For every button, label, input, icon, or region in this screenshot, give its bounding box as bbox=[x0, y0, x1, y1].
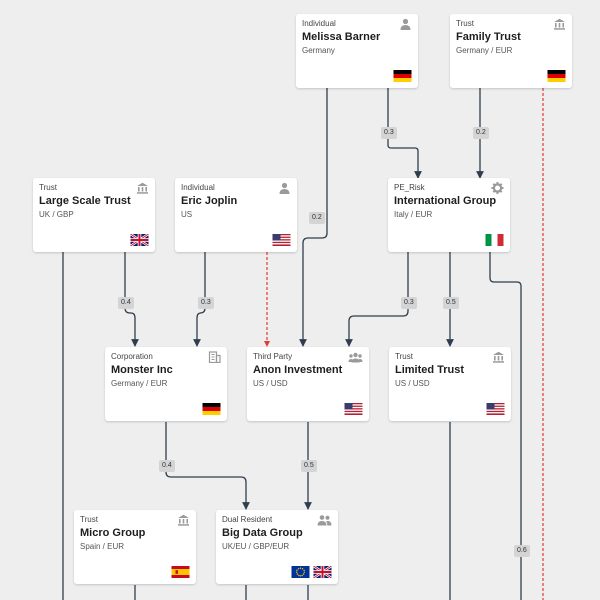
edge-label[interactable]: 0.3 bbox=[381, 127, 397, 139]
bank-icon bbox=[493, 351, 504, 363]
person-icon bbox=[279, 182, 290, 194]
bank-icon bbox=[554, 18, 565, 30]
node-type: Third Party bbox=[253, 352, 293, 361]
edge-label[interactable]: 0.3 bbox=[198, 297, 214, 309]
node-jurisdiction: Germany / EUR bbox=[456, 46, 513, 55]
edge-international-anon bbox=[345, 252, 409, 347]
node-name: Limited Trust bbox=[395, 364, 465, 376]
usa-flag-icon bbox=[486, 403, 505, 415]
node-melissa-barner[interactable]: Individual Melissa Barner Germany bbox=[296, 14, 418, 88]
node-jurisdiction: UK / GBP bbox=[39, 210, 74, 219]
edge-large-monster bbox=[124, 252, 139, 347]
edge-label[interactable]: 0.3 bbox=[401, 297, 417, 309]
spain-flag-icon bbox=[171, 566, 190, 578]
node-anon-investment[interactable]: Third Party Anon Investment US / USD bbox=[247, 347, 369, 421]
node-jurisdiction: Spain / EUR bbox=[80, 542, 125, 551]
edge-label[interactable]: 0.5 bbox=[301, 460, 317, 472]
edge-label[interactable]: 0.4 bbox=[159, 460, 175, 472]
node-family-trust[interactable]: Trust Family Trust Germany / EUR bbox=[450, 14, 572, 88]
edge-label[interactable]: 0.6 bbox=[514, 545, 530, 557]
node-type: Dual Resident bbox=[222, 515, 273, 524]
usa-flag-icon bbox=[344, 403, 363, 415]
node-name: International Group bbox=[394, 195, 497, 207]
node-jurisdiction: Germany bbox=[302, 46, 335, 55]
edge-label[interactable]: 0.5 bbox=[443, 297, 459, 309]
node-big-data-group[interactable]: Dual Resident Big Data Group UK/EU / GBP… bbox=[216, 510, 338, 584]
italy-flag-icon bbox=[485, 234, 504, 246]
germany-flag-icon bbox=[202, 403, 221, 415]
germany-flag-icon bbox=[393, 70, 412, 82]
gear-icon bbox=[491, 182, 504, 194]
node-jurisdiction: Germany / EUR bbox=[111, 379, 168, 388]
node-name: Large Scale Trust bbox=[39, 195, 131, 207]
node-jurisdiction: US / USD bbox=[253, 379, 288, 388]
edge-label[interactable]: 0.4 bbox=[118, 297, 134, 309]
node-eric-joplin[interactable]: Individual Eric Joplin US bbox=[175, 178, 297, 252]
node-large-scale-trust[interactable]: Trust Large Scale Trust UK / GBP bbox=[33, 178, 155, 252]
node-micro-group[interactable]: Trust Micro Group Spain / EUR bbox=[74, 510, 196, 584]
node-type: Trust bbox=[80, 515, 98, 524]
node-type: Individual bbox=[181, 183, 215, 192]
node-type: Individual bbox=[302, 19, 336, 28]
node-monster-inc[interactable]: Corporation Monster Inc Germany / EUR bbox=[105, 347, 227, 421]
usa-flag-icon bbox=[272, 234, 291, 246]
edge-international-down bbox=[489, 252, 522, 600]
edge-label[interactable]: 0.2 bbox=[473, 127, 489, 139]
edge-melissa-international bbox=[387, 88, 422, 179]
node-type: Corporation bbox=[111, 352, 153, 361]
node-name: Melissa Barner bbox=[302, 31, 381, 43]
node-jurisdiction: US bbox=[181, 210, 193, 219]
node-name: Micro Group bbox=[80, 527, 146, 539]
germany-flag-icon bbox=[547, 70, 566, 82]
node-jurisdiction: Italy / EUR bbox=[394, 210, 433, 219]
group-icon bbox=[348, 352, 363, 363]
edge-eric-monster bbox=[193, 252, 206, 347]
building-icon bbox=[208, 351, 221, 363]
node-type: Trust bbox=[39, 183, 57, 192]
person-icon bbox=[400, 18, 411, 30]
node-name: Big Data Group bbox=[222, 527, 303, 539]
people-icon bbox=[317, 515, 332, 526]
node-jurisdiction: US / USD bbox=[395, 379, 430, 388]
node-name: Eric Joplin bbox=[181, 195, 238, 207]
node-type: Trust bbox=[395, 352, 413, 361]
eu-flag-icon bbox=[291, 566, 310, 578]
edge-melissa-anon bbox=[299, 88, 328, 347]
edge-label[interactable]: 0.2 bbox=[309, 212, 325, 224]
node-limited-trust[interactable]: Trust Limited Trust US / USD bbox=[389, 347, 511, 421]
uk-flag-icon bbox=[313, 566, 332, 578]
node-name: Anon Investment bbox=[253, 364, 343, 376]
node-jurisdiction: UK/EU / GBP/EUR bbox=[222, 542, 290, 551]
edge-monster-bigdata bbox=[165, 422, 250, 510]
uk-flag-icon bbox=[130, 234, 149, 246]
node-type: PE_Risk bbox=[394, 183, 425, 192]
node-type: Trust bbox=[456, 19, 474, 28]
node-name: Monster Inc bbox=[111, 364, 173, 376]
bank-icon bbox=[178, 514, 189, 526]
bank-icon bbox=[137, 182, 148, 194]
node-name: Family Trust bbox=[456, 31, 521, 43]
node-international-group[interactable]: PE_Risk International Group Italy / EUR bbox=[388, 178, 510, 252]
